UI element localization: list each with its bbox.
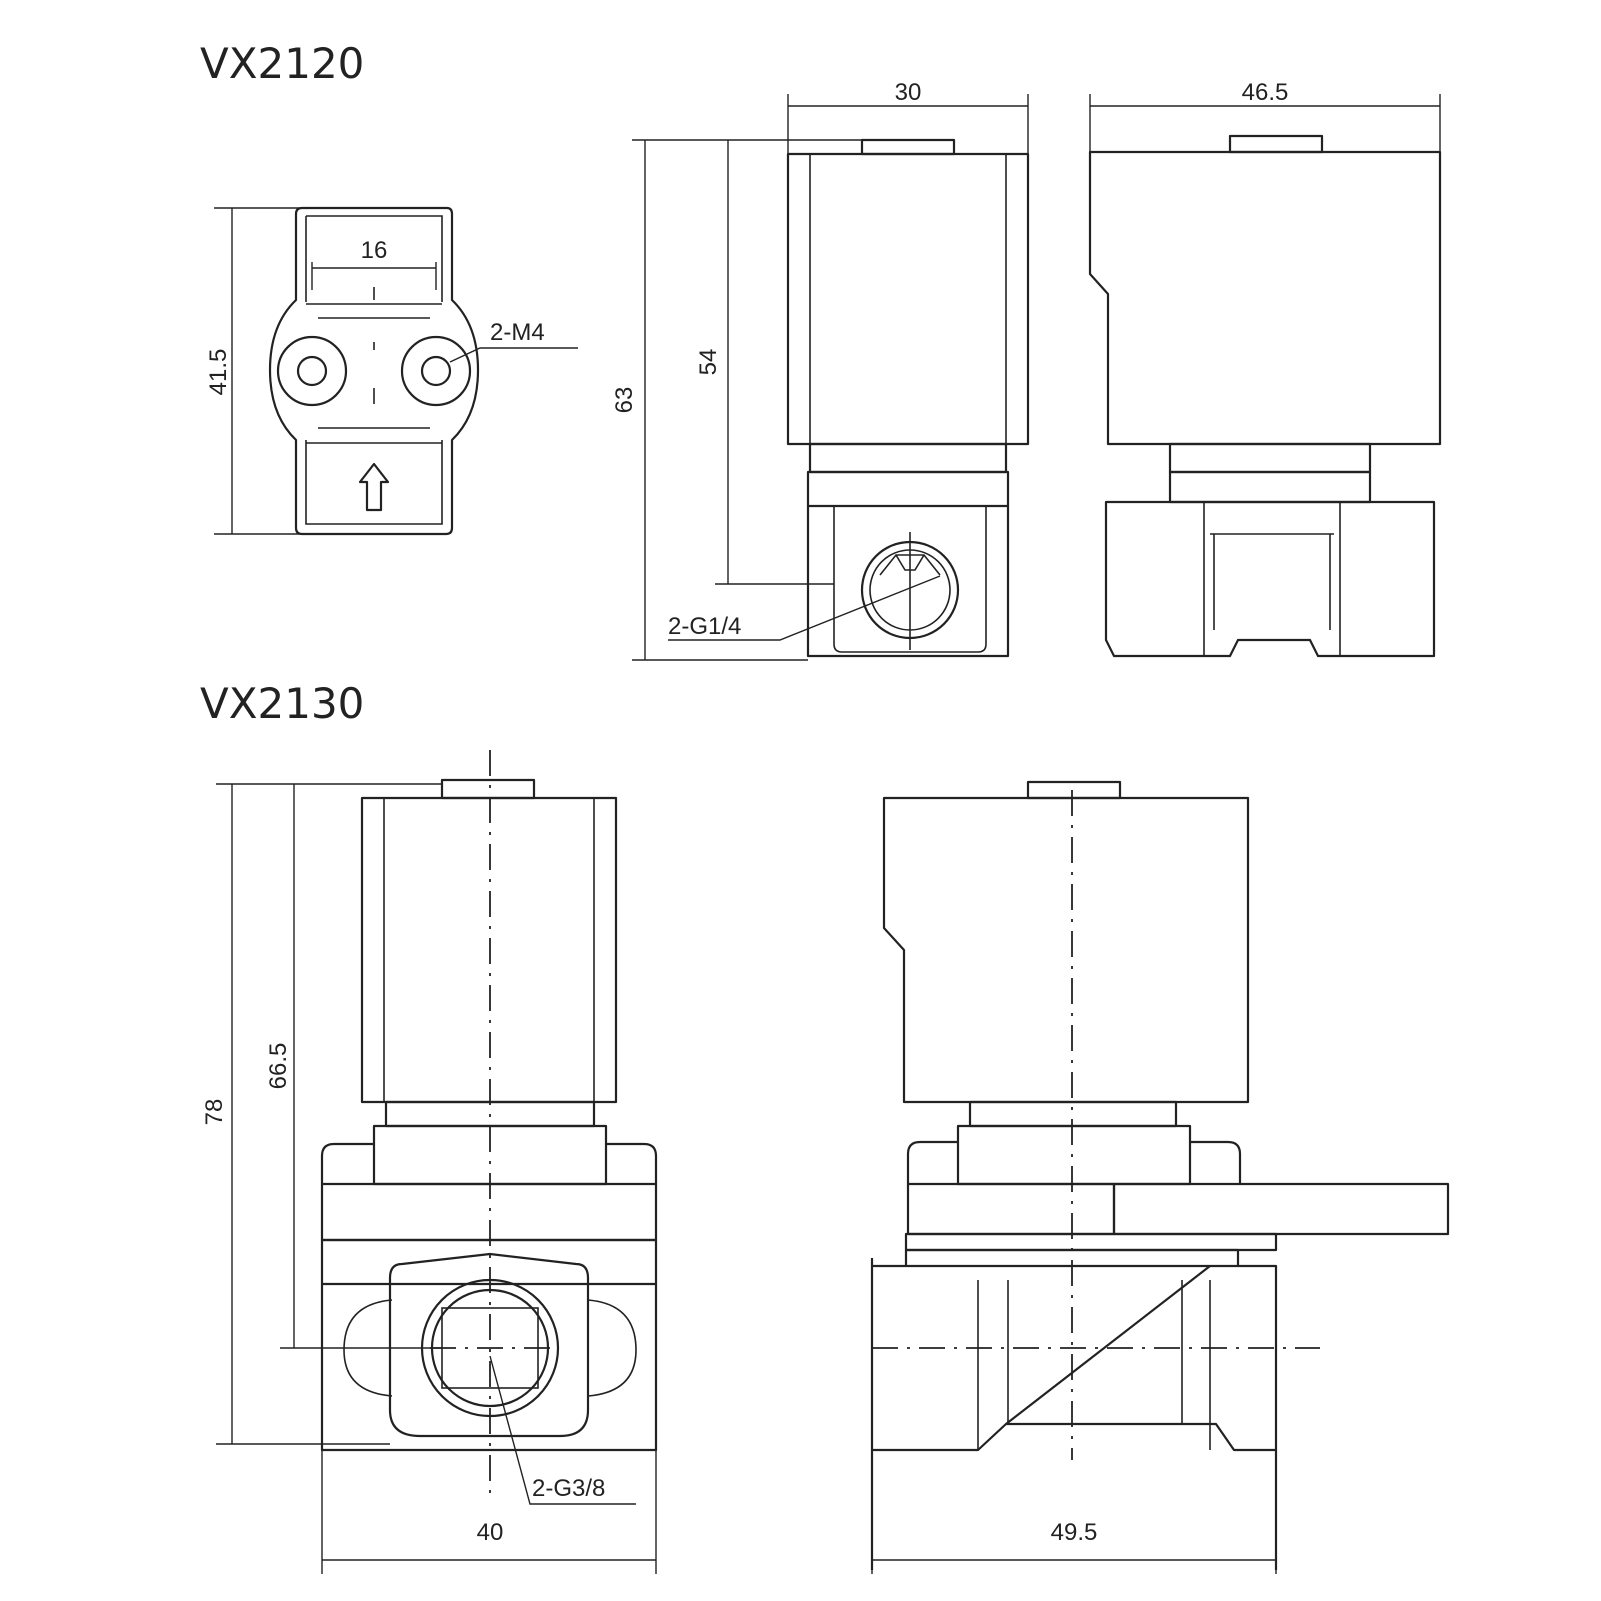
- b-side-connector: [1112, 1182, 1450, 1236]
- b-side-body-upper: [906, 1182, 1116, 1236]
- coil-cap: [860, 138, 956, 156]
- valve-body: [806, 506, 1010, 658]
- m4-leader-line: [449, 347, 578, 363]
- valve-bonnet: [806, 470, 1010, 508]
- b-side-oval-right: [587, 1299, 637, 1397]
- vx2130-side-view: 49.5: [870, 780, 1450, 1574]
- valve-body-inner: [833, 506, 987, 653]
- port-g14-label: 2-G1/4: [668, 613, 741, 640]
- b-side-neck: [968, 1100, 1178, 1128]
- side-coil-housing: [1088, 150, 1442, 446]
- port-g38-label: 2-G3/8: [532, 1475, 605, 1502]
- side-bonnet: [1168, 470, 1372, 504]
- vx2120-top-view: 16 41.5 2-M4: [205, 206, 578, 536]
- g38-leader-line: [489, 1355, 636, 1505]
- b-body-band: [320, 1238, 658, 1286]
- dim-63-label: 63: [611, 387, 638, 414]
- top-view-body-outline: [268, 206, 480, 536]
- side-neck: [1168, 442, 1372, 474]
- b-side-coil-housing: [882, 796, 1250, 1104]
- coil-housing: [786, 152, 1030, 446]
- mount-hole-left: [276, 335, 348, 407]
- vx2130-front-view: 78 66.5 2-G3/8 40: [201, 750, 658, 1574]
- b-body-lower: [320, 1284, 658, 1452]
- b-side-oval-left: [343, 1299, 393, 1397]
- b-side-plate: [904, 1232, 1278, 1252]
- mount-hole-right: [400, 335, 472, 407]
- dim-16-label: 16: [361, 237, 388, 264]
- mount-hole-right-inner: [420, 355, 452, 387]
- dim-46-5-label: 46.5: [1242, 79, 1289, 106]
- dim-40-label: 40: [477, 1519, 504, 1546]
- vx2120-side-view: 46.5: [1088, 79, 1442, 658]
- title-vx2120: VX2120: [200, 39, 364, 88]
- b-side-body: [870, 1258, 1278, 1570]
- thread-m4-label: 2-M4: [490, 319, 545, 346]
- title-vx2130: VX2130: [200, 679, 364, 728]
- b-side-plate-lower: [904, 1248, 1240, 1268]
- b-body-upper: [320, 1182, 658, 1242]
- b-side-bonnet-lobes: [906, 1140, 1242, 1184]
- dim-78-label: 78: [201, 1099, 228, 1126]
- top-view-inner-outline: [305, 215, 443, 525]
- b-side-diaphragm-line: [1005, 1265, 1211, 1425]
- coil-neck: [808, 442, 1008, 474]
- b-coil-cap: [440, 778, 536, 800]
- b-coil-housing: [360, 796, 618, 1104]
- mount-hole-left-inner: [296, 355, 328, 387]
- dim-30-label: 30: [895, 79, 922, 106]
- b-side-coil-cap: [1026, 780, 1122, 800]
- b-port-boss: [388, 1252, 590, 1438]
- vx2120-front-view: 30 63 54 2-G1/4: [611, 79, 1030, 661]
- dim-41-5-label: 41.5: [205, 349, 232, 396]
- flow-arrow-icon: [358, 462, 390, 512]
- side-body: [1104, 500, 1436, 658]
- b-side-bonnet: [956, 1124, 1192, 1186]
- g14-leader-line: [668, 575, 941, 641]
- dim-54-label: 54: [695, 349, 722, 376]
- dim-66-5-label: 66.5: [265, 1043, 292, 1090]
- dim-49-5-label: 49.5: [1051, 1519, 1098, 1546]
- side-coil-cap: [1228, 134, 1324, 154]
- b-bonnet-lobes: [320, 1142, 658, 1184]
